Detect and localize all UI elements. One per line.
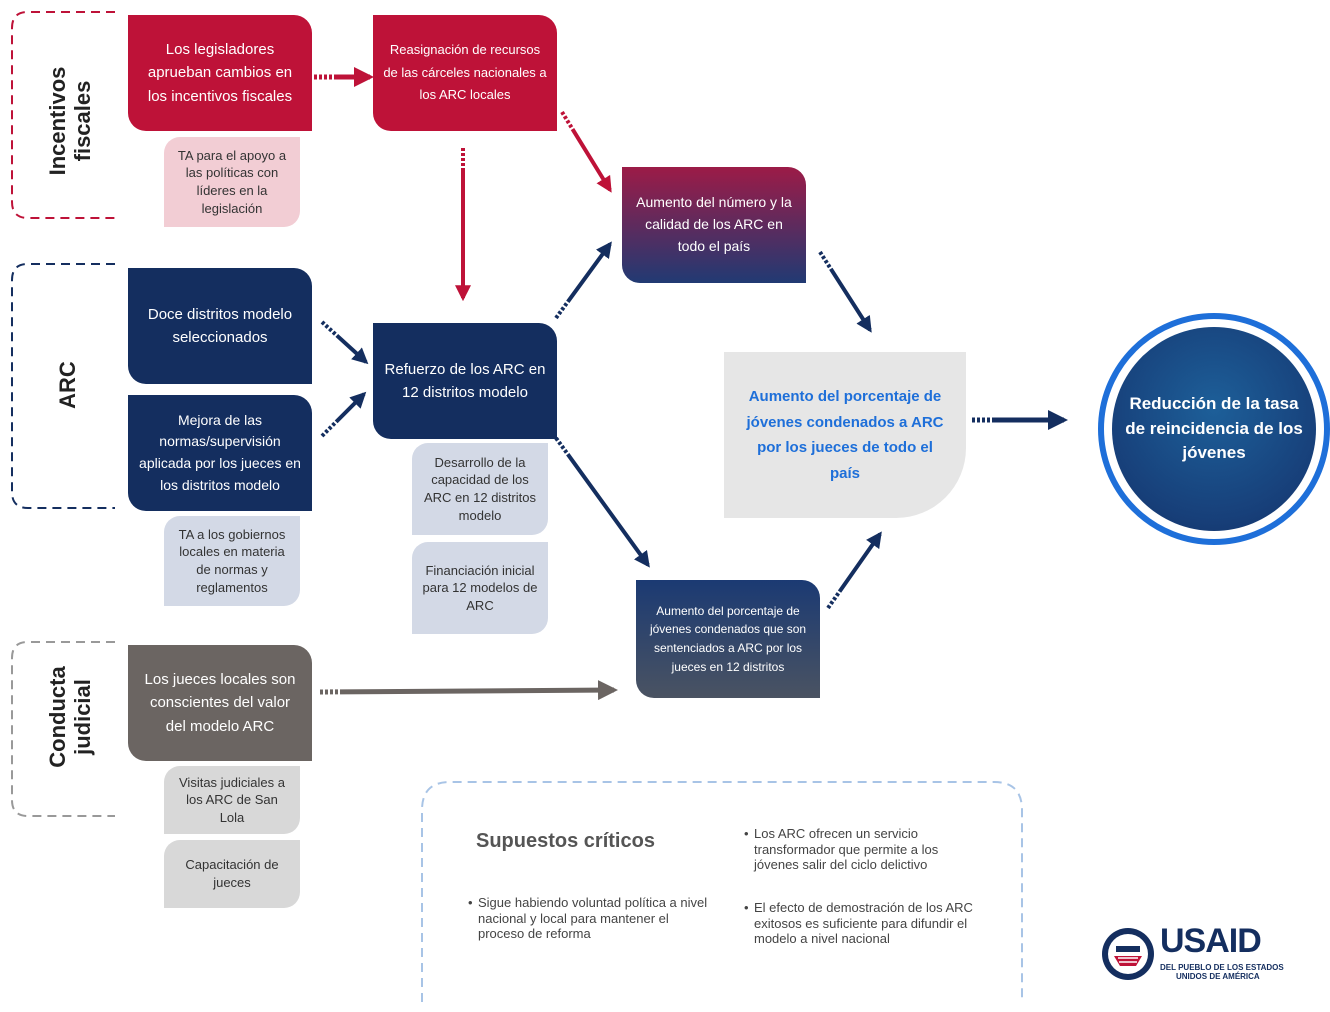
arrow-refuerzo-aumento [554,241,612,320]
usaid-tagline-line-2: UNIDOS DE AMÉRICA [1176,972,1260,982]
tile-visitas: Visitas judiciales a los ARC de San Lola [164,766,300,834]
arrow-mejora-refuerzo [320,391,367,438]
node-doce-distritos: Doce distritos modelo seleccionados [128,268,312,384]
supuesto-item-2: Los ARC ofrecen un servicio transformado… [744,826,964,873]
tile-desarrollo: Desarrollo de la capacidad de los ARC en… [412,443,548,535]
section-label-judicial: Conducta judicial [45,666,96,768]
node-refuerzo: Refuerzo de los ARC en 12 distritos mode… [373,323,557,439]
tile-ta-apoyo: TA para el apoyo a las políticas con líd… [164,137,300,227]
usaid-wordmark-text: USAID [1160,922,1262,960]
arrow-reasignacion-aumento [560,110,612,193]
section-label-arc: ARC [55,361,80,409]
usaid-tagline: DEL PUEBLO DE LOS ESTADOS UNIDOS DE AMÉR… [1160,963,1290,981]
node-aumento-porcentaje-12: Aumento del porcentaje de jóvenes conden… [636,580,820,698]
frame-arc [11,263,115,509]
supuestos-title: Supuestos críticos [476,830,655,852]
usaid-tagline-line-1: DEL PUEBLO DE LOS ESTADOS [1160,963,1284,972]
usaid-logo: USAID DEL PUEBLO DE LOS ESTADOS UNIDOS D… [1100,922,1284,984]
supuesto-item-3: El efecto de demostración de los ARC exi… [744,900,994,947]
usaid-seal-icon [1102,928,1154,980]
node-aumento-porcentaje-pais: Aumento del porcentaje de jóvenes conden… [724,352,966,518]
node-reduccion: Reducción de la tasa de reincidencia de … [1112,327,1316,531]
frame-supuestos [421,781,1023,1002]
node-reasignacion: Reasignación de recursos de las cárceles… [373,15,557,131]
node-aumento-numero: Aumento del número y la calidad de los A… [622,167,806,283]
node-mejora-normas: Mejora de las normas/supervisión aplicad… [128,395,312,511]
supuesto-item-1: Sigue habiendo voluntad política a nivel… [468,895,718,942]
tile-financiacion: Financiación inicial para 12 modelos de … [412,542,548,634]
node-jueces-locales: Los jueces locales son conscientes del v… [128,645,312,761]
tile-ta-gobiernos: TA a los gobiernos locales en materia de… [164,516,300,606]
arrow-aumento-pais [818,250,872,333]
arrow-doce-refuerzo [320,320,369,365]
arrow-jueces-porcentaje12 [319,680,618,701]
frame-judicial [11,641,115,817]
arrow-refuerzo-porcentaje12 [554,436,650,568]
frame-fiscal [11,11,115,219]
node-legisladores: Los legisladores aprueban cambios en los… [128,15,312,131]
usaid-wordmark: USAID [1160,922,1262,960]
arrow-porcentaje12-pais [826,531,882,610]
section-label-fiscal: Incentivos fiscales [45,66,96,176]
tile-capacitacion: Capacitación de jueces [164,840,300,908]
